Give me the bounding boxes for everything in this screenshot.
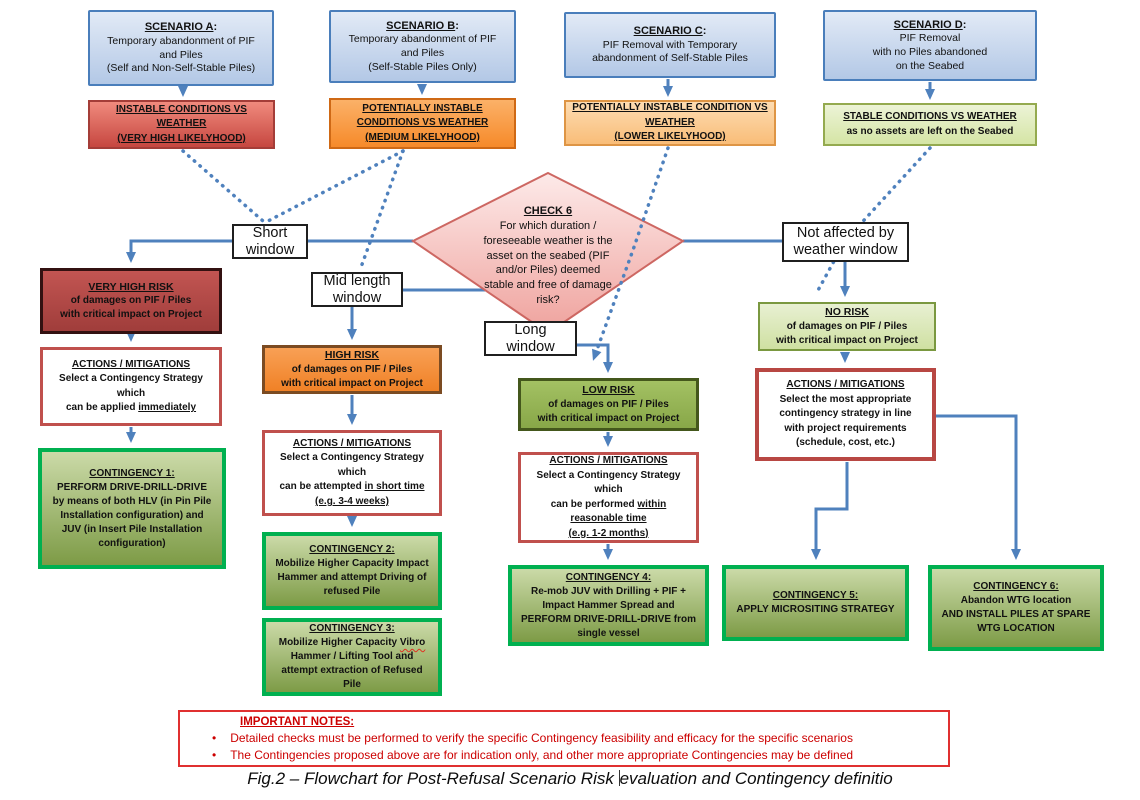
actions-box-3: ACTIONS / MITIGATIONS Select a Contingen… [518,452,699,543]
spellcheck-word: Vibro [399,637,426,648]
low-risk-box: LOW RISK of damages on PIF / Piles with … [518,378,699,431]
contingency-2-box: CONTINGENCY 2: Mobilize Higher Capacity … [262,532,442,610]
figure-caption: Fig.2 – Flowchart for Post-Refusal Scena… [247,769,893,788]
condition-d-subtext: as no assets are left on the Seabed [846,125,1014,137]
scenario-d-title: SCENARIO D: [893,18,967,31]
scenario-c-box: SCENARIO C: PIF Removal with Temporary a… [564,12,776,78]
actions-box-2: ACTIONS / MITIGATIONS Select a Contingen… [262,430,442,516]
important-notes-box: IMPORTANT NOTES: • Detailed checks must … [178,710,950,767]
contingency-6-box: CONTINGENCY 6: Abandon WTG location AND … [928,565,1104,651]
scenario-b-title: SCENARIO B: [386,19,459,32]
notes-title: IMPORTANT NOTES: [240,715,355,728]
contingency-1-box: CONTINGENCY 1: PERFORM DRIVE-DRILL-DRIVE… [38,448,226,569]
scenario-b-body: Temporary abandonment of PIF and Piles (… [348,33,497,73]
condition-b-box: POTENTIALLY INSTABLE CONDITIONS VS WEATH… [329,98,516,149]
scenario-c-title: SCENARIO C: [633,25,707,38]
condition-b-text: POTENTIALLY INSTABLE CONDITIONS VS WEATH… [356,102,489,143]
condition-a-text: INSTABLE CONDITIONS VS WEATHER (VERY HIG… [116,103,247,144]
check6-title: CHECK 6 [523,205,573,218]
scenario-a-body: Temporary abandonment of PIF and Piles (… [106,34,256,75]
scenario-a-title: SCENARIO A: [144,21,218,34]
bullet-icon: • [212,747,217,762]
actions-box-4: ACTIONS / MITIGATIONS Select the most ap… [755,368,936,461]
scenario-d-box: SCENARIO D: PIF Removal with no Piles ab… [823,10,1037,81]
condition-d-box: STABLE CONDITIONS VS WEATHER as no asset… [823,103,1037,146]
condition-a-box: INSTABLE CONDITIONS VS WEATHER (VERY HIG… [88,100,275,149]
condition-c-text: POTENTIALLY INSTABLE CONDITION VS WEATHE… [572,102,768,143]
scenario-d-body: PIF Removal with no Piles abandoned on t… [872,32,988,72]
contingency-3-box: CONTINGENCY 3: Mobilize Higher Capacity … [262,618,442,696]
condition-c-box: POTENTIALLY INSTABLE CONDITION VS WEATHE… [564,100,776,146]
contingency-4-box: CONTINGENCY 4: Re-mob JUV with Drilling … [508,565,709,646]
label-mid-length-window: Mid length window [311,272,403,307]
condition-d-text: STABLE CONDITIONS VS WEATHER [843,111,1017,122]
actions-box-1: ACTIONS / MITIGATIONS Select a Contingen… [40,347,222,426]
note-item: • The Contingencies proposed above are f… [212,747,854,762]
text-cursor [618,770,620,786]
high-risk-box: HIGH RISK of damages on PIF / Piles with… [262,345,442,394]
note-item: • Detailed checks must be performed to v… [212,730,853,745]
very-high-risk-box: VERY HIGH RISK of damages on PIF / Piles… [40,268,222,334]
no-risk-box: NO RISK of damages on PIF / Piles with c… [758,302,936,351]
check6-body: For which duration / foreseeable weather… [483,219,613,307]
check6-decision: CHECK 6 For which duration / foreseeable… [448,183,648,329]
scenario-a-box: SCENARIO A: Temporary abandonment of PIF… [88,10,274,86]
contingency-5-box: CONTINGENCY 5: APPLY MICROSITING STRATEG… [722,565,909,641]
label-short-window: Short window [232,224,308,259]
scenario-b-box: SCENARIO B: Temporary abandonment of PIF… [329,10,516,83]
bullet-icon: • [212,730,217,745]
label-not-affected-window: Not affected by weather window [782,222,909,262]
label-long-window: Long window [484,321,577,356]
scenario-c-body: PIF Removal with Temporary abandonment o… [592,38,748,65]
